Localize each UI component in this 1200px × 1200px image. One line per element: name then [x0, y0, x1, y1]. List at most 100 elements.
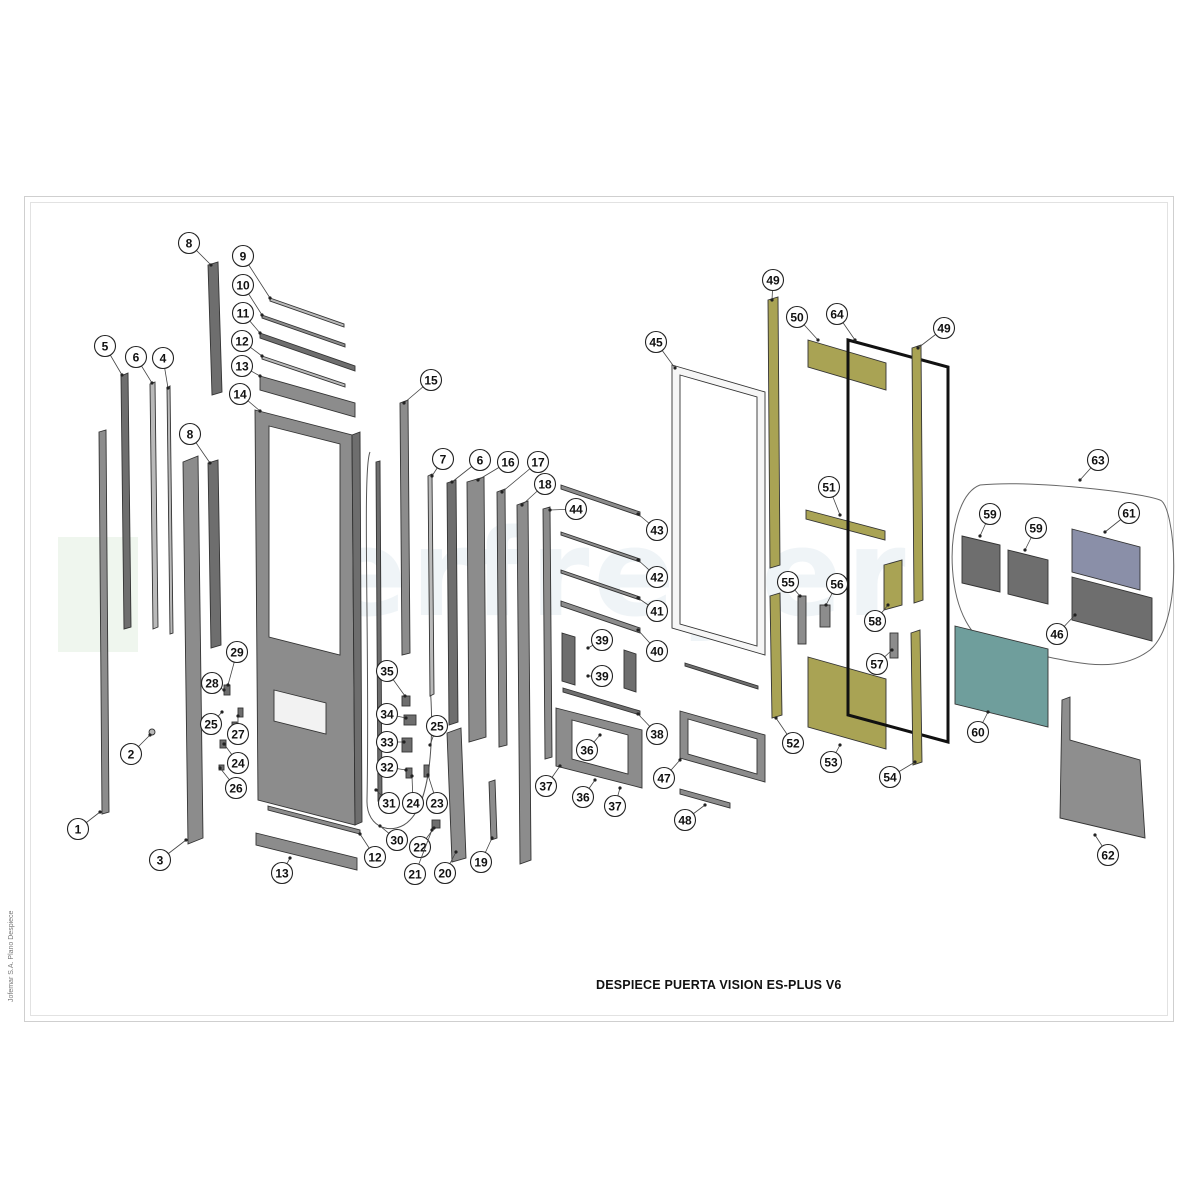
- callout-number: 7: [440, 453, 447, 467]
- callout-number: 14: [233, 388, 247, 402]
- callout-11: 11: [231, 301, 262, 335]
- callout-leader-dot: [816, 338, 820, 342]
- callout-number: 10: [236, 279, 250, 293]
- part-profile-17: [496, 488, 508, 748]
- callout-9: 9: [231, 244, 272, 300]
- callout-leader-dot: [208, 461, 212, 465]
- part-bar-13-bottom: [255, 832, 358, 871]
- callout-leader-dot: [120, 373, 124, 377]
- callout-50: 50: [785, 305, 820, 342]
- callout-leader-dot: [358, 832, 362, 836]
- callout-2: 2: [119, 733, 152, 766]
- callout-number: 46: [1050, 628, 1064, 642]
- callout-leader-dot: [824, 603, 828, 607]
- callout-circle: [781, 731, 805, 755]
- callout-8: 8: [178, 422, 212, 465]
- part-profile-5: [120, 372, 132, 630]
- callout-circle: [575, 738, 599, 762]
- callout-circle: [468, 448, 492, 472]
- callout-leader-dot: [636, 512, 640, 516]
- callout-circle: [401, 791, 425, 815]
- callout-7: 7: [430, 447, 455, 478]
- callout-6: 6: [124, 345, 154, 385]
- callout-leader-dot: [450, 480, 454, 484]
- part-profile-44: [542, 506, 553, 760]
- part-group-63-outline: [951, 483, 1175, 666]
- callout-number: 30: [390, 834, 404, 848]
- callout-leader-dot: [853, 338, 857, 342]
- callout-number: 1: [75, 823, 82, 837]
- callout-circle: [785, 305, 809, 329]
- callout-number: 5: [102, 340, 109, 354]
- callout-circle: [231, 244, 255, 268]
- part-bar-13-top: [259, 375, 356, 418]
- callout-60: 60: [966, 710, 990, 744]
- part-rail-10: [261, 314, 346, 348]
- callout-leader-dot: [548, 508, 552, 512]
- callout-58: 58: [863, 603, 890, 633]
- callout-leader-dot: [148, 733, 152, 737]
- callout-24: 24: [222, 742, 250, 775]
- callout-4: 4: [151, 346, 175, 390]
- callout-circle: [375, 730, 399, 754]
- callout-leader-dot: [236, 714, 240, 718]
- callout-number: 23: [430, 797, 444, 811]
- callout-8: 8: [177, 231, 213, 267]
- drawing-title: DESPIECE PUERTA VISION ES-PLUS V6: [596, 978, 842, 992]
- callout-circle: [363, 845, 387, 869]
- callout-number: 60: [971, 726, 985, 740]
- callout-circle: [151, 346, 175, 370]
- callout-61: 61: [1103, 501, 1141, 534]
- part-frame-47: [679, 710, 766, 783]
- callout-circle: [469, 850, 493, 874]
- callout-leader-dot: [218, 766, 222, 770]
- callout-63: 63: [1078, 448, 1110, 482]
- part-profile-8-mid: [207, 459, 222, 649]
- callout-circle: [433, 861, 457, 885]
- callout-36: 36: [571, 778, 597, 809]
- callout-circle: [825, 572, 849, 596]
- callout-leader-dot: [403, 694, 407, 698]
- callout-number: 6: [477, 454, 484, 468]
- part-profile-8-top: [207, 261, 223, 396]
- part-panel-59-b: [1007, 549, 1049, 605]
- callout-circle: [1117, 501, 1141, 525]
- callout-number: 59: [983, 508, 997, 522]
- callout-leader-dot: [520, 503, 524, 507]
- callout-number: 12: [235, 335, 249, 349]
- callout-leader-dot: [260, 354, 264, 358]
- callout-number: 8: [187, 428, 194, 442]
- callout-circle: [863, 609, 887, 633]
- callout-number: 49: [766, 274, 780, 288]
- callout-leader-dot: [636, 628, 640, 632]
- callout-3: 3: [148, 838, 188, 872]
- callout-leader-dot: [1073, 613, 1077, 617]
- callout-number: 13: [275, 867, 289, 881]
- callout-40: 40: [636, 628, 669, 663]
- callout-leader-dot: [886, 603, 890, 607]
- callout-41: 41: [636, 596, 669, 623]
- part-rail-38: [562, 687, 641, 716]
- callout-leader-dot: [798, 594, 802, 598]
- part-bracket-57: [889, 632, 899, 659]
- callout-leader-dot: [1093, 833, 1097, 837]
- callout-circle: [224, 776, 248, 800]
- callout-number: 20: [438, 867, 452, 881]
- part-profile-49-right: [911, 344, 924, 604]
- callout-number: 2: [128, 748, 135, 762]
- callout-14: 14: [228, 382, 262, 413]
- callout-42: 42: [636, 558, 669, 589]
- part-profile-19: [488, 779, 498, 841]
- callout-leader-dot: [288, 856, 292, 860]
- callout-circle: [817, 475, 841, 499]
- callout-45: 45: [644, 330, 677, 370]
- callout-circle: [825, 302, 849, 326]
- callout-leader-dot: [222, 742, 226, 746]
- callout-number: 47: [657, 772, 671, 786]
- callout-circle: [878, 765, 902, 789]
- callout-47: 47: [652, 758, 682, 790]
- callout-circle: [932, 316, 956, 340]
- callout-circle: [645, 639, 669, 663]
- callout-circle: [93, 334, 117, 358]
